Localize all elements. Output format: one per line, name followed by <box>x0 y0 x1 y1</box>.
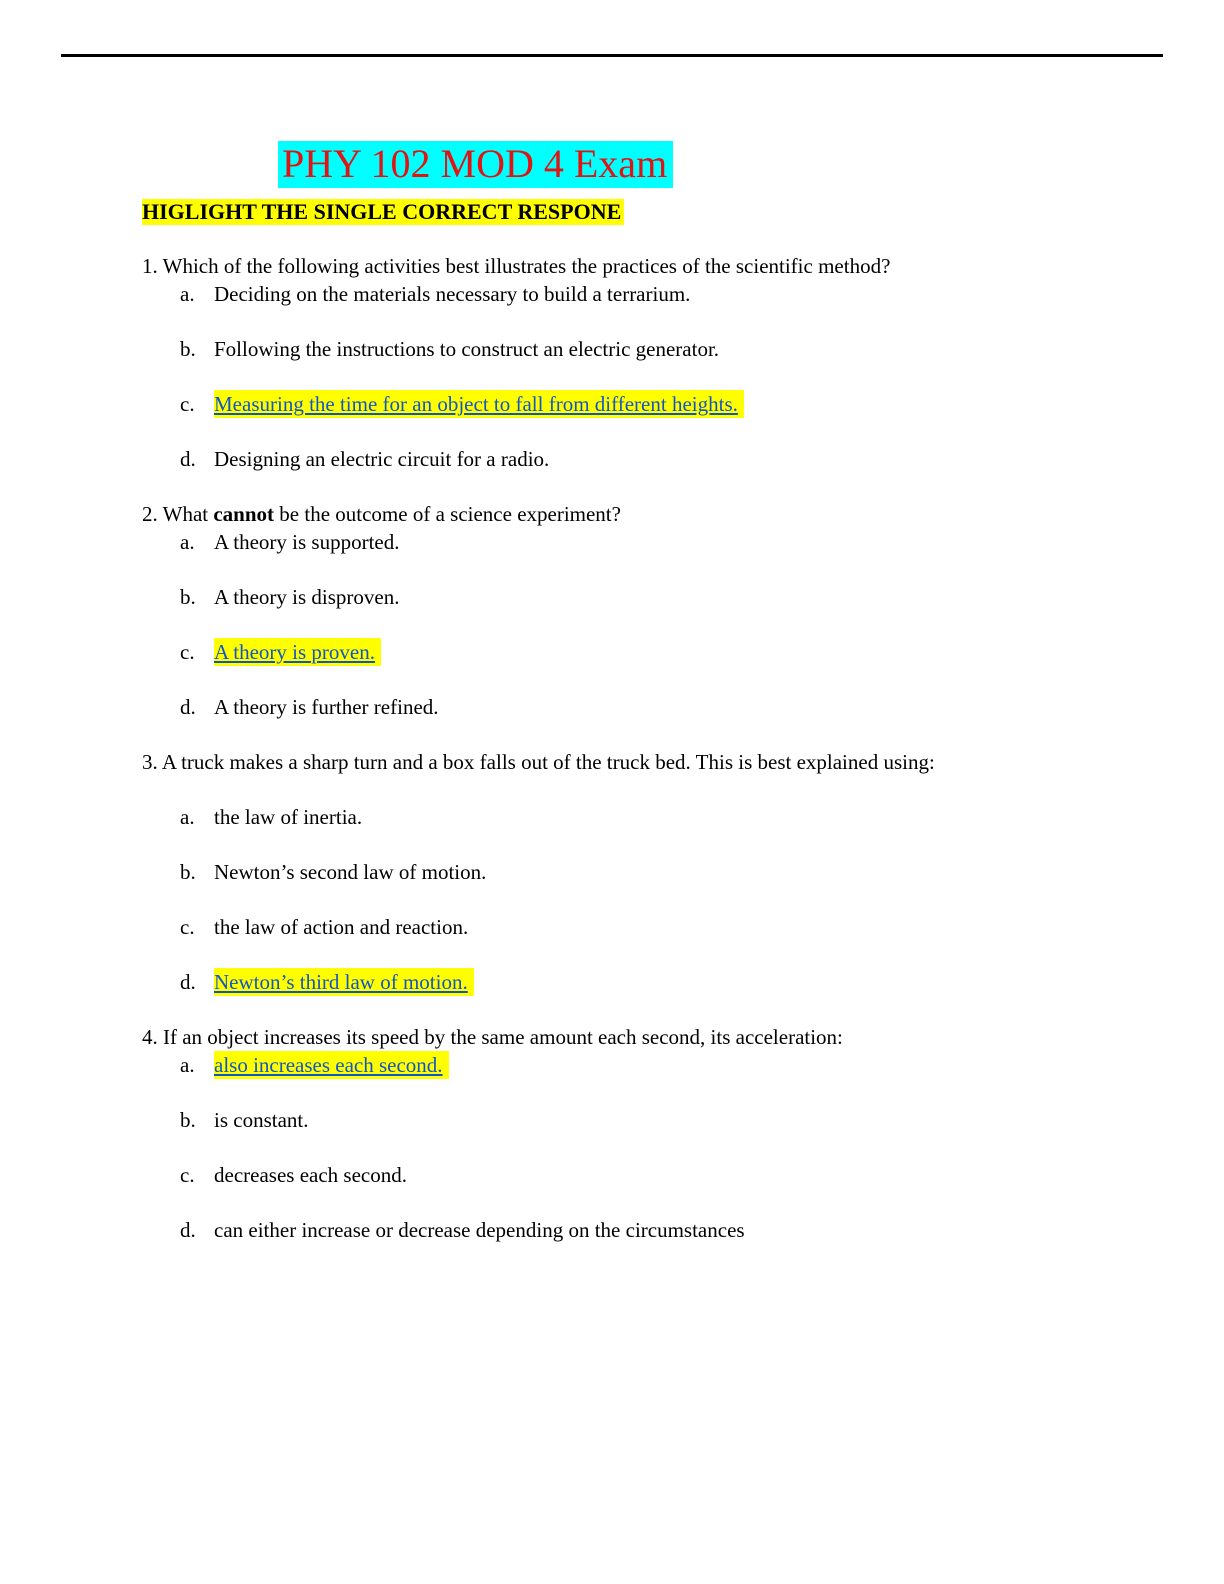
page-title-highlight: PHY 102 MOD 4 Exam <box>278 141 674 188</box>
question-body: A truck makes a sharp turn and a box fal… <box>161 750 935 774</box>
option-row: b. is constant. <box>180 1106 1164 1134</box>
question-number: 4. <box>142 1025 158 1049</box>
option-letter: d. <box>180 695 196 719</box>
option-text answer-highlight: A theory is proven. <box>214 638 381 666</box>
page-title: PHY 102 MOD 4 Exam <box>278 138 1164 190</box>
option-letter: b. <box>180 337 196 361</box>
option-row: a. also increases each second. <box>180 1051 1164 1079</box>
question-text: 1. Which of the following activities bes… <box>142 252 1164 280</box>
option-letter: c. <box>180 392 195 416</box>
option-row: a. Deciding on the materials necessary t… <box>180 280 1164 308</box>
option-letter: c. <box>180 915 195 939</box>
option-row: a. A theory is supported. <box>180 528 1164 556</box>
option-row: a. the law of inertia. <box>180 803 1164 831</box>
question-text: 3. A truck makes a sharp turn and a box … <box>142 748 1164 776</box>
option-letter: d. <box>180 970 196 994</box>
options-list: a. also increases each second. b. is con… <box>142 1051 1164 1244</box>
option-letter: a. <box>180 530 195 554</box>
question-3: 3. A truck makes a sharp turn and a box … <box>142 748 1164 996</box>
option-text: Newton’s second law of motion. <box>214 860 487 884</box>
option-text: decreases each second. <box>214 1163 407 1187</box>
header-rule <box>61 54 1163 57</box>
option-text: is constant. <box>214 1108 309 1132</box>
option-letter: b. <box>180 585 196 609</box>
option-letter: b. <box>180 860 196 884</box>
option-letter: c. <box>180 640 195 664</box>
option-letter: b. <box>180 1108 196 1132</box>
option-text: Following the instructions to construct … <box>214 337 720 361</box>
question-body-pre: What <box>162 502 214 526</box>
option-text answer-highlight: Measuring the time for an object to fall… <box>214 390 744 418</box>
option-row: c. Measuring the time for an object to f… <box>180 390 1164 418</box>
question-body-bold: cannot <box>213 502 275 526</box>
question-2: 2. What cannot be the outcome of a scien… <box>142 500 1164 721</box>
option-text answer-highlight: also increases each second. <box>214 1051 449 1079</box>
option-text: the law of action and reaction. <box>214 915 469 939</box>
options-list: a. Deciding on the materials necessary t… <box>142 280 1164 473</box>
option-text: A theory is disproven. <box>214 585 400 609</box>
option-letter: c. <box>180 1163 195 1187</box>
option-text: can either increase or decrease dependin… <box>214 1218 745 1242</box>
instructions-highlight: HIGLIGHT THE SINGLE CORRECT RESPONE <box>142 199 625 225</box>
option-letter: d. <box>180 447 196 471</box>
option-letter: d. <box>180 1218 196 1242</box>
question-body: Which of the following activities best i… <box>162 254 891 278</box>
option-row: d. can either increase or decrease depen… <box>180 1216 1164 1244</box>
option-text: Deciding on the materials necessary to b… <box>214 282 691 306</box>
question-body: If an object increases its speed by the … <box>163 1025 843 1049</box>
option-row: d. Newton’s third law of motion. <box>180 968 1164 996</box>
page-content: PHY 102 MOD 4 Exam HIGLIGHT THE SINGLE C… <box>142 138 1164 1244</box>
question-number: 1. <box>142 254 158 278</box>
option-row: c. decreases each second. <box>180 1161 1164 1189</box>
question-number: 2. <box>142 502 158 526</box>
options-list: a. the law of inertia. b. Newton’s secon… <box>142 776 1164 996</box>
option-row: b. Newton’s second law of motion. <box>180 858 1164 886</box>
options-list: a. A theory is supported. b. A theory is… <box>142 528 1164 721</box>
question-4: 4. If an object increases its speed by t… <box>142 1023 1164 1244</box>
instructions-heading: HIGLIGHT THE SINGLE CORRECT RESPONE <box>142 198 1164 225</box>
option-letter: a. <box>180 805 195 829</box>
option-row: d. Designing an electric circuit for a r… <box>180 445 1164 473</box>
option-text answer-highlight: Newton’s third law of motion. <box>214 968 474 996</box>
question-1: 1. Which of the following activities bes… <box>142 252 1164 473</box>
option-text: the law of inertia. <box>214 805 363 829</box>
option-letter: a. <box>180 282 195 306</box>
option-letter: a. <box>180 1053 195 1077</box>
question-body-post: be the outcome of a science experiment? <box>274 502 621 526</box>
option-text: A theory is supported. <box>214 530 400 554</box>
question-text: 4. If an object increases its speed by t… <box>142 1023 1164 1051</box>
option-row: b. A theory is disproven. <box>180 583 1164 611</box>
question-text: 2. What cannot be the outcome of a scien… <box>142 500 1164 528</box>
option-row: c. A theory is proven. <box>180 638 1164 666</box>
option-row: c. the law of action and reaction. <box>180 913 1164 941</box>
option-row: d. A theory is further refined. <box>180 693 1164 721</box>
option-text: Designing an electric circuit for a radi… <box>214 447 550 471</box>
question-number: 3. <box>142 750 158 774</box>
option-row: b. Following the instructions to constru… <box>180 335 1164 363</box>
option-text: A theory is further refined. <box>214 695 439 719</box>
